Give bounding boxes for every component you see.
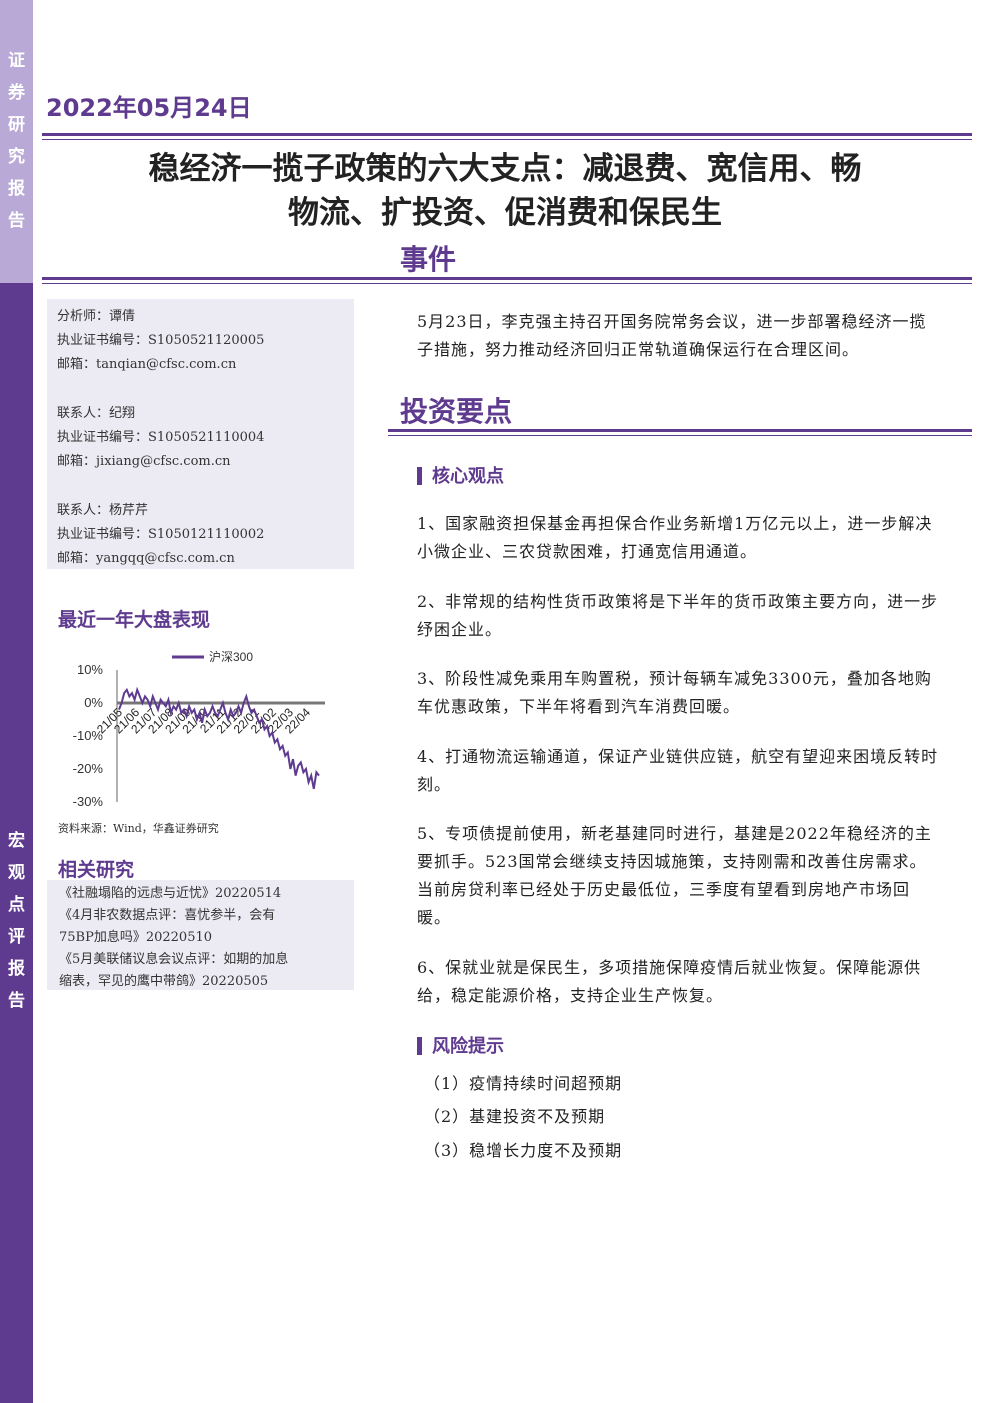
report-title: 稳经济一揽子政策的六大支点：减退费、宽信用、畅 物流、扩投资、促消费和保民生 (148, 151, 862, 231)
series-line-hs300 (118, 686, 320, 789)
analyst-box: 分析师：谭倩 执业证书编号：S1050521120005 邮箱：tanqian@… (47, 299, 354, 569)
y-tick-label: -30% (73, 794, 104, 809)
point-4: 4、打通物流运输通道，保证产业链供应链，航空有望迎来困境反转时刻。 (417, 747, 939, 794)
sidebar-bottom (0, 283, 33, 1403)
related-item[interactable]: 《4月非农数据点评：喜忧参半，会有 (59, 908, 276, 923)
contact-name: 联系人：杨芹芹 (57, 503, 149, 518)
event-heading: 事件 (400, 243, 457, 276)
analyst-email: 邮箱：tanqian@cfsc.com.cn (57, 357, 237, 372)
related-box: 《社融塌陷的远虑与近忧》20220514 《4月非农数据点评：喜忧参半，会有 7… (47, 880, 354, 990)
risk-heading: 风险提示 (417, 1032, 504, 1058)
event-rule-thin (42, 283, 972, 284)
related-item[interactable]: 《社融塌陷的远虑与近忧》20220514 (59, 886, 282, 901)
point-1: 1、国家融资担保基金再担保合作业务新增1万亿元以上，进一步解决小微企业、三农贷款… (417, 514, 933, 561)
point-5: 5、专项债提前使用，新老基建同时进行，基建是2022年稳经济的主要抓手。523国… (417, 824, 932, 927)
contact-cert: 执业证书编号：S1050121110002 (57, 527, 265, 542)
related-heading: 相关研究 (58, 859, 135, 881)
invest-heading: 投资要点 (400, 395, 513, 428)
risk-item: （2）基建投资不及预期 (424, 1107, 606, 1126)
contact-cert: 执业证书编号：S1050521110004 (57, 430, 265, 445)
contact-name: 联系人：纪翔 (57, 406, 136, 421)
invest-rule-thin (388, 435, 972, 436)
point-2: 2、非常规的结构性货币政策将是下半年的货币政策主要方向，进一步纾困企业。 (417, 592, 939, 639)
chart-source: 资料来源：Wind，华鑫证券研究 (58, 822, 219, 835)
contact-email: 邮箱：jixiang@cfsc.com.cn (57, 454, 231, 469)
y-tick-label: 10% (77, 662, 103, 677)
legend-label: 沪深300 (209, 650, 253, 664)
core-heading: 核心观点 (417, 462, 504, 488)
header-rule (42, 133, 972, 136)
related-item-cont[interactable]: 75BP加息吗》20220510 (59, 930, 213, 945)
invest-rule (388, 429, 972, 432)
analyst-cert: 执业证书编号：S1050521120005 (57, 333, 265, 348)
market-heading: 最近一年大盘表现 (58, 609, 211, 631)
sidebar-top-label: 证券研究报告 (8, 51, 25, 231)
y-tick-label: -10% (73, 728, 104, 743)
y-tick-label: 0% (84, 695, 103, 710)
analyst-name: 分析师：谭倩 (57, 309, 136, 324)
contact-email: 邮箱：yangqq@cfsc.com.cn (57, 551, 235, 566)
y-tick-label: -20% (73, 761, 104, 776)
related-item[interactable]: 《5月美联储议息会议点评：如期的加息 (59, 952, 289, 967)
risk-item: （3）稳增长力度不及预期 (424, 1141, 623, 1160)
event-text: 5月23日，李克强主持召开国务院常务会议，进一步部署稳经济一揽子措施，努力推动经… (417, 312, 927, 359)
event-rule (42, 277, 972, 280)
related-item-cont[interactable]: 缩表，罕见的鹰中带鸽》20220505 (59, 974, 269, 989)
report-date: 2022年05月24日 (46, 94, 252, 122)
heading-bar (417, 467, 422, 485)
point-6: 6、保就业就是保民生，多项措施保障疫情后就业恢复。保障能源供给，稳定能源价格，支… (417, 958, 922, 1005)
point-3: 3、阶段性减免乘用车购置税，预计每辆车减免3300元，叠加各地购车优惠政策，下半… (417, 669, 932, 716)
header-rule-thin (42, 139, 972, 140)
sidebar-top (0, 0, 33, 283)
market-chart: 10%0%-10%-20%-30%21/0521/0621/0721/0821/… (73, 650, 325, 809)
sidebar-bottom-label: 宏观点评报告 (8, 831, 25, 1011)
risk-item: （1）疫情持续时间超预期 (424, 1074, 623, 1093)
heading-bar (417, 1037, 422, 1055)
